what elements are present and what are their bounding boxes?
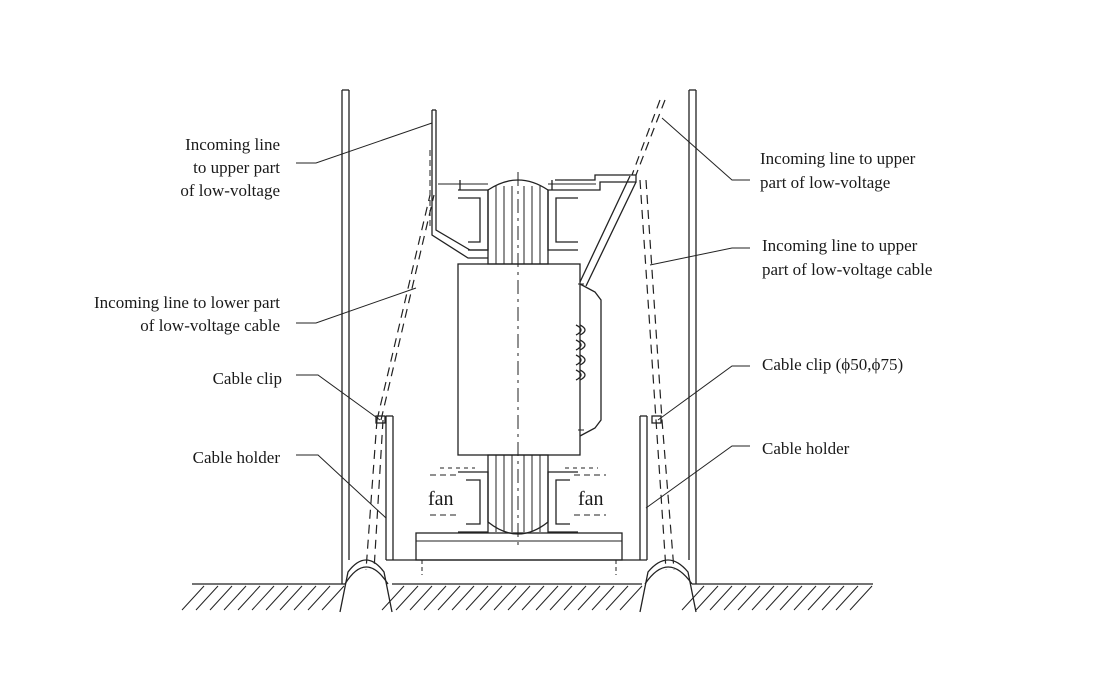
cable-right-upper-1 xyxy=(631,99,666,176)
cable-left-lower xyxy=(365,194,435,571)
label-lower-left-line1: Incoming line to lower part xyxy=(94,293,280,312)
core-laminations xyxy=(495,186,541,532)
fan-right xyxy=(565,467,606,516)
label-cable-holder-right: Cable holder xyxy=(762,439,850,458)
cable-trench-left xyxy=(339,559,393,613)
label-upper-right-1-line2: part of low-voltage xyxy=(760,173,890,192)
lower-clamp xyxy=(458,471,578,533)
upper-clamp xyxy=(438,174,637,251)
label-upper-left-line1: Incoming line xyxy=(185,135,280,154)
cable-holder-left xyxy=(385,415,394,560)
cable-trench-right xyxy=(639,559,697,613)
upper-lv-busbar-right xyxy=(579,175,637,287)
cable-clip-left xyxy=(375,415,386,424)
leader-lines xyxy=(296,117,750,519)
label-cable-holder-left: Cable holder xyxy=(193,448,281,467)
label-upper-right-1-line1: Incoming line to upper xyxy=(760,149,916,168)
ground xyxy=(181,583,873,611)
cable-holder-right xyxy=(639,415,648,560)
label-upper-left-line2: to upper part xyxy=(193,158,280,177)
transformer-coil xyxy=(457,263,602,456)
label-lower-left-line2: of low-voltage cable xyxy=(140,316,280,335)
cabinet-walls xyxy=(341,89,697,584)
label-cable-clip-left: Cable clip xyxy=(213,369,282,388)
label-upper-right-2-line2: part of low-voltage cable xyxy=(762,260,932,279)
label-upper-left-line3: of low-voltage xyxy=(180,181,280,200)
cable-clip-right xyxy=(651,415,662,424)
fan-left-label: fan xyxy=(428,488,454,510)
fan-right-label: fan xyxy=(578,488,604,510)
cable-right-upper-2 xyxy=(639,179,675,571)
fan-left xyxy=(430,467,475,516)
label-upper-right-2-line1: Incoming line to upper xyxy=(762,236,918,255)
upper-lv-busbar-left xyxy=(429,109,488,259)
label-cable-clip-right: Cable clip (ϕ50,ϕ75) xyxy=(762,355,903,374)
ground-hatching xyxy=(181,585,873,611)
transformer-base xyxy=(386,532,647,575)
